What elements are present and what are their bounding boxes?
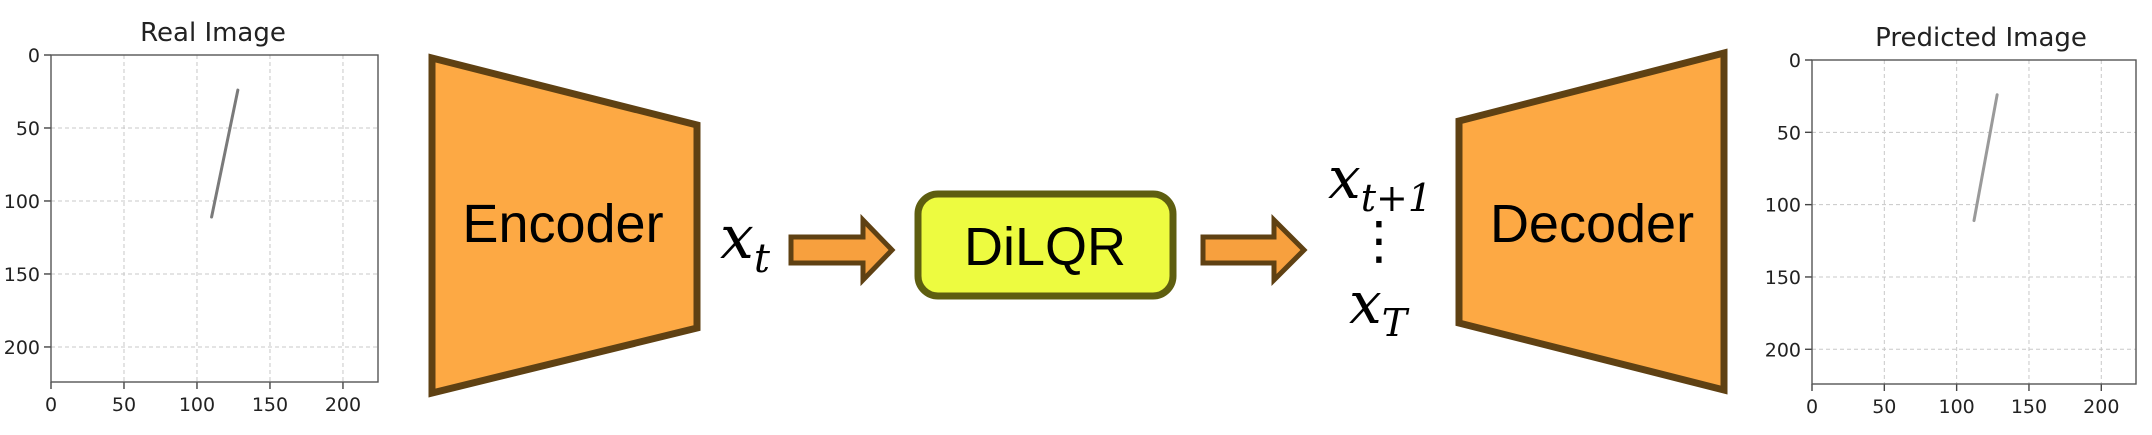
arrow-encoder-to-dilqr <box>788 213 896 287</box>
predicted-image-stroke <box>1972 93 1999 223</box>
real-image-x-tick-label: 0 <box>45 394 57 416</box>
real-image-x-tick-label: 50 <box>112 394 136 416</box>
real-image-axes <box>50 54 379 383</box>
predicted-image-x-tick-label: 200 <box>2083 396 2119 418</box>
predicted-image-y-tick-label: 150 <box>1765 267 1801 289</box>
real-image-y-tick-label: 150 <box>4 264 40 286</box>
decoder-block <box>1455 48 1728 395</box>
output-state-last-base: x <box>1349 269 1382 337</box>
predicted-image-ticks: 0 50 100 150 200 0 50 100 150 200 <box>1765 50 2120 418</box>
predicted-image-title: Predicted Image <box>1875 23 2087 53</box>
real-image-stroke <box>210 88 240 219</box>
input-state-sub: t <box>754 236 771 282</box>
svg-text:xt+1: xt+1 <box>1328 144 1432 220</box>
real-image-x-tick-label: 200 <box>325 394 361 416</box>
output-state-first-base: x <box>1328 144 1361 212</box>
input-state-base: x <box>720 203 754 273</box>
predicted-image-x-tick-label: 50 <box>1872 396 1896 418</box>
predicted-image-x-tick-label: 150 <box>2011 396 2047 418</box>
predicted-image-plot: Predicted Image 0 50 100 150 200 0 50 100 150 200 <box>1765 23 2137 418</box>
predicted-image-y-tick-label: 200 <box>1765 339 1801 361</box>
encoder-block <box>428 53 701 398</box>
output-ellipsis: ⋮ <box>1353 211 1405 271</box>
real-image-x-tick-label: 150 <box>252 394 288 416</box>
real-image-x-tick-label: 100 <box>179 394 215 416</box>
decoder-label: Decoder <box>1490 194 1694 254</box>
encoder-label: Encoder <box>462 194 663 254</box>
predicted-image-axes <box>1811 59 2137 385</box>
predicted-image-y-tick-label: 50 <box>1777 122 1801 144</box>
real-image-y-tick-label: 100 <box>4 191 40 213</box>
input-state-xt: xt <box>720 203 771 282</box>
real-image-y-tick-label: 50 <box>16 118 40 140</box>
real-image-y-tick-label: 200 <box>4 337 40 359</box>
output-states: xt+1 ⋮ xT <box>1328 144 1432 345</box>
real-image-grid <box>50 54 378 382</box>
predicted-image-x-tick-label: 0 <box>1806 396 1818 418</box>
output-state-first-sub: t+1 <box>1361 176 1432 220</box>
output-state-last-sub: T <box>1382 301 1410 345</box>
svg-text:xt: xt <box>720 203 771 282</box>
predicted-image-y-tick-label: 0 <box>1789 50 1801 72</box>
arrow-dilqr-to-decoder <box>1200 213 1308 287</box>
dilqr-label: DiLQR <box>964 217 1126 277</box>
real-image-plot: Real Image 0 50 100 150 200 0 50 100 150 200 <box>4 18 379 416</box>
predicted-image-y-tick-label: 100 <box>1765 195 1801 217</box>
dilqr-block <box>914 190 1177 300</box>
predicted-image-x-tick-label: 100 <box>1939 396 1975 418</box>
svg-text:xT: xT <box>1349 269 1410 345</box>
real-image-title: Real Image <box>140 18 286 48</box>
real-image-y-tick-label: 0 <box>28 45 40 67</box>
real-image-ticks: 0 50 100 150 200 0 50 100 150 200 <box>4 45 361 416</box>
